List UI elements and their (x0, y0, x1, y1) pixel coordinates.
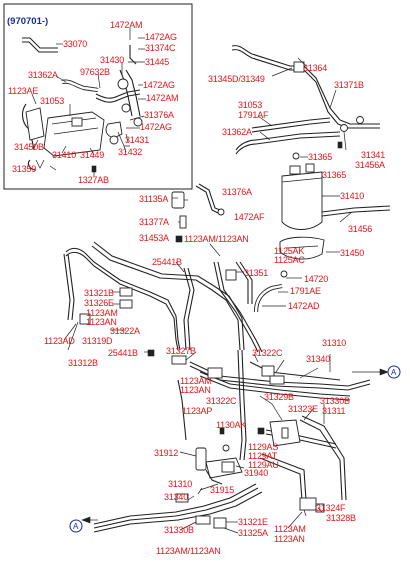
inset-label: 31449 (80, 150, 104, 160)
upper-vapor-lines (231, 45, 391, 260)
part-label: 31340 (164, 492, 188, 502)
part-label: 1125AK (274, 246, 304, 256)
part-label: 31327B (166, 346, 196, 356)
lower-right-bundle: A (189, 354, 401, 529)
inset-label: 1472AM (146, 93, 178, 103)
part-label: 31364 (303, 63, 327, 73)
part-label: 1129AU (248, 460, 279, 470)
part-label: 31456 (348, 224, 372, 234)
part-label: 31325A (238, 528, 268, 538)
part-label: 31365 (322, 170, 346, 180)
inset-label: 31445 (145, 57, 169, 67)
part-label: 31453A (139, 233, 169, 243)
part-label: 31310 (322, 338, 346, 348)
part-label: 1123AN (180, 385, 211, 395)
inset-label: 31432 (118, 147, 142, 157)
part-label: 1123AM/1123AN (156, 546, 221, 556)
inset-label: 31359 (12, 164, 36, 174)
part-label: 31312B (68, 358, 98, 368)
part-label: 31328B (326, 513, 356, 523)
inset-label: 31053 (40, 96, 64, 106)
part-label: 31322A (110, 326, 140, 336)
inset-label: 31431 (125, 135, 149, 145)
inset-date-code: (970701-) (7, 16, 48, 27)
part-label: 31940 (244, 468, 268, 478)
connector-marker-a-right: A (391, 368, 397, 377)
middle-lines (63, 183, 302, 365)
part-label: 31330B (164, 525, 194, 535)
part-label: 31376A (222, 187, 252, 197)
part-label: 1129AT (248, 451, 278, 461)
part-label: 31323E (288, 404, 318, 414)
part-label: 31330B (320, 396, 350, 406)
part-label: 31351 (244, 268, 268, 278)
part-label: 1791AF (238, 110, 269, 120)
part-label: 31329B (264, 392, 294, 402)
part-label: 31321E (238, 517, 268, 527)
part-label: 1123AP (182, 406, 212, 416)
inset-label: 1472AG (140, 122, 172, 132)
part-label: 31371B (334, 80, 364, 90)
part-label: 1472AF (234, 212, 265, 222)
part-label: 31341 (361, 150, 385, 160)
part-label: 31053 (238, 100, 262, 110)
part-label: 31410 (340, 191, 364, 201)
inset-label: 1327AB (78, 175, 109, 185)
part-label: 25441B (152, 257, 182, 267)
part-label: 31321B (84, 288, 114, 298)
part-label: 31365 (308, 152, 332, 162)
lower-left-bundle: A (69, 349, 263, 534)
part-label: 1123AM (180, 376, 212, 386)
inset-panel: (970701-) (3, 3, 193, 190)
inset-label: 31410 (52, 150, 76, 160)
part-label: 25441B (108, 348, 138, 358)
part-label: 1123AD (44, 336, 75, 346)
part-number-labels: 31364 31345D/31349 31371B 31053 1791AF 3… (44, 63, 385, 556)
part-label: 31326E (84, 298, 114, 308)
part-label: 1129AS (248, 442, 278, 452)
inset-label: 1123AE (8, 86, 38, 96)
part-label: 1123AM (86, 308, 118, 318)
inset-label: 97632B (80, 67, 110, 77)
part-label: 31135A (139, 194, 168, 204)
part-label: 1125AC (274, 255, 305, 265)
part-label: 31377A (139, 217, 169, 227)
part-label: 31311 (322, 406, 346, 416)
part-label: 31319D (82, 336, 113, 346)
part-label: 31310 (168, 479, 192, 489)
part-label: 31322C (252, 348, 283, 358)
inset-label: 31430 (100, 55, 124, 65)
inset-label: 31374C (145, 43, 176, 53)
part-label: 1123AM (274, 524, 306, 534)
inset-label: 31376A (144, 110, 174, 120)
part-label: 1123AN (86, 317, 117, 327)
part-label: 31450 (340, 248, 364, 258)
part-label: 1791AE (290, 286, 321, 296)
part-label: 31322C (206, 396, 237, 406)
inset-label: 31450B (14, 142, 44, 152)
inset-label: 1472AG (143, 80, 175, 90)
part-label: 1123AM/1123AN (184, 234, 249, 244)
part-label: 31340 (306, 354, 330, 364)
part-label: 31324F (316, 503, 346, 513)
part-label: 31456A (355, 160, 385, 170)
inset-label: 1472AM (110, 20, 142, 30)
part-label: 31915 (210, 485, 234, 495)
part-label: 31345D/31349 (208, 74, 265, 84)
part-label: 1130AK (216, 420, 246, 430)
connector-marker-a-left: A (73, 522, 79, 531)
part-label: 1472AD (288, 301, 320, 311)
inset-label: 1472AG (145, 32, 177, 42)
inset-label: 31362A (28, 70, 58, 80)
part-label: 31362A (222, 127, 252, 137)
part-label: 1123AN (274, 534, 305, 544)
part-label: 31912 (154, 448, 178, 458)
part-label: 14720 (304, 274, 328, 284)
inset-label: 33070 (63, 39, 87, 49)
